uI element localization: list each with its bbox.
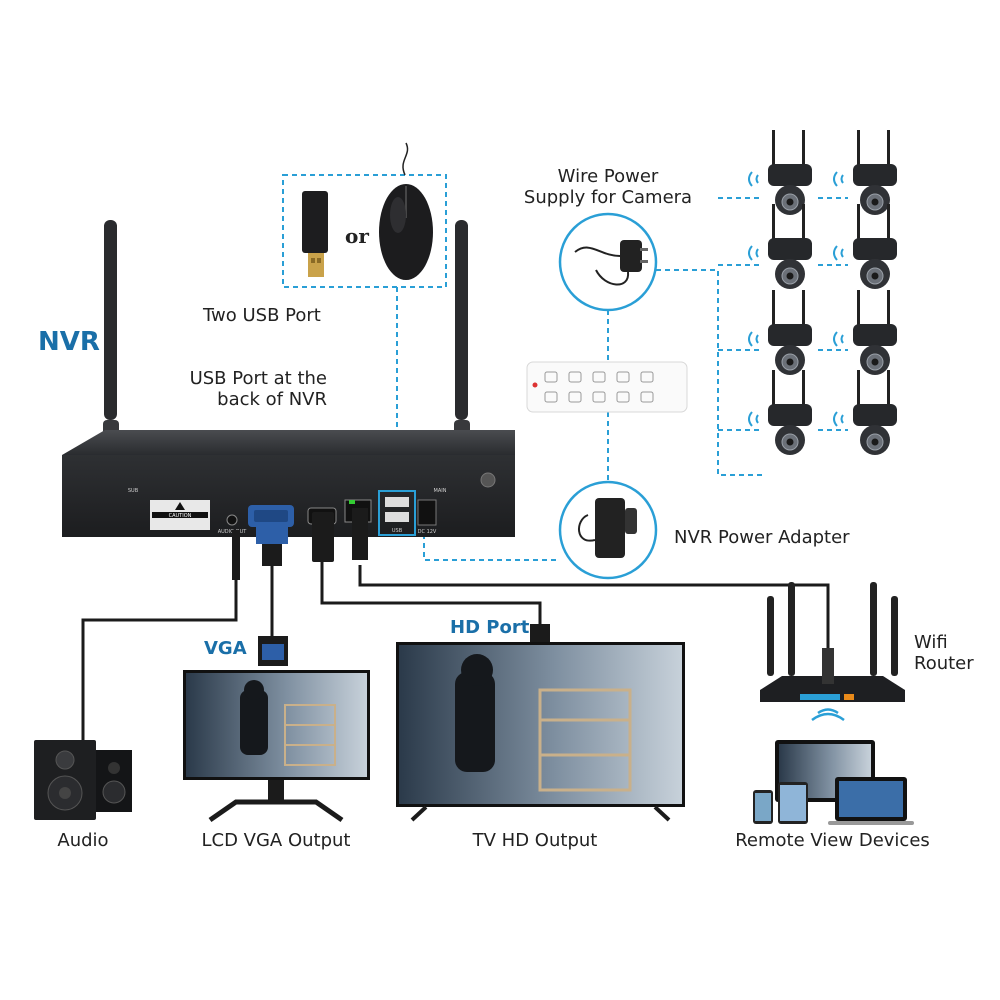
usb-highlight — [378, 490, 416, 536]
wifi-label: Wifi — [914, 632, 948, 653]
camera-icon — [748, 204, 812, 289]
lcd-vga-output-label: LCD VGA Output — [201, 830, 351, 851]
audio-out-port — [226, 514, 238, 526]
nvr-adapter-icon — [558, 480, 658, 580]
camera-icon — [833, 204, 897, 289]
camera-power-trunk — [656, 269, 762, 476]
lan-cable — [358, 565, 830, 650]
usb-back-label-line1: USB Port at the — [189, 368, 327, 389]
usb-back-label-line2: back of NVR — [217, 389, 327, 410]
usb-port-bottom — [385, 512, 409, 522]
camera-icon — [748, 370, 812, 455]
power-strip-icon — [526, 361, 688, 413]
nvr-power-adapter-label: NVR Power Adapter — [674, 527, 850, 548]
tv-hd-output-label: TV HD Output — [472, 830, 598, 851]
camera-grid — [748, 130, 897, 455]
phone-icon — [753, 782, 808, 824]
wire-power-label-line1: Wire Power — [557, 166, 659, 187]
usb-dongle-icon — [302, 191, 328, 277]
camera-icon — [748, 290, 812, 375]
audio-label: Audio — [57, 830, 109, 851]
vga-label: VGA — [204, 638, 247, 659]
hd-port-label: HD Port — [450, 617, 530, 638]
router-label: Router — [914, 653, 974, 674]
wire-power-label-line2: Supply for Camera — [523, 187, 693, 208]
usb-text: USB — [392, 528, 403, 534]
power-plug-icon — [558, 212, 658, 312]
tv-icon — [396, 642, 685, 822]
usb-port-top — [385, 497, 409, 507]
camera-icon — [833, 130, 897, 215]
remote-view-devices-label: Remote View Devices — [735, 830, 930, 851]
camera-icon — [833, 290, 897, 375]
camera-icon — [748, 130, 812, 215]
dc-text: DC 12V — [418, 529, 437, 535]
or-label: or — [345, 224, 369, 248]
nvr-title: NVR — [38, 327, 100, 357]
hdmi-plug-end — [530, 624, 550, 644]
router-icon — [760, 582, 905, 722]
mouse-icon — [379, 142, 433, 280]
camera-icon — [833, 370, 897, 455]
caution-text: CAUTION — [169, 513, 192, 519]
speaker-icon — [34, 740, 132, 820]
monitor-icon — [183, 670, 370, 823]
main-text: MAIN — [434, 488, 447, 494]
dc-port — [417, 499, 437, 526]
hdmi-cable — [320, 560, 542, 626]
plugs — [232, 508, 550, 666]
usb-options-box — [282, 174, 447, 288]
two-usb-port-label: Two USB Port — [203, 305, 321, 326]
nvr-box: CAUTION AUDIO OUT USB DC 12V SUB MAIN — [62, 430, 515, 537]
sub-text: SUB — [128, 488, 139, 494]
